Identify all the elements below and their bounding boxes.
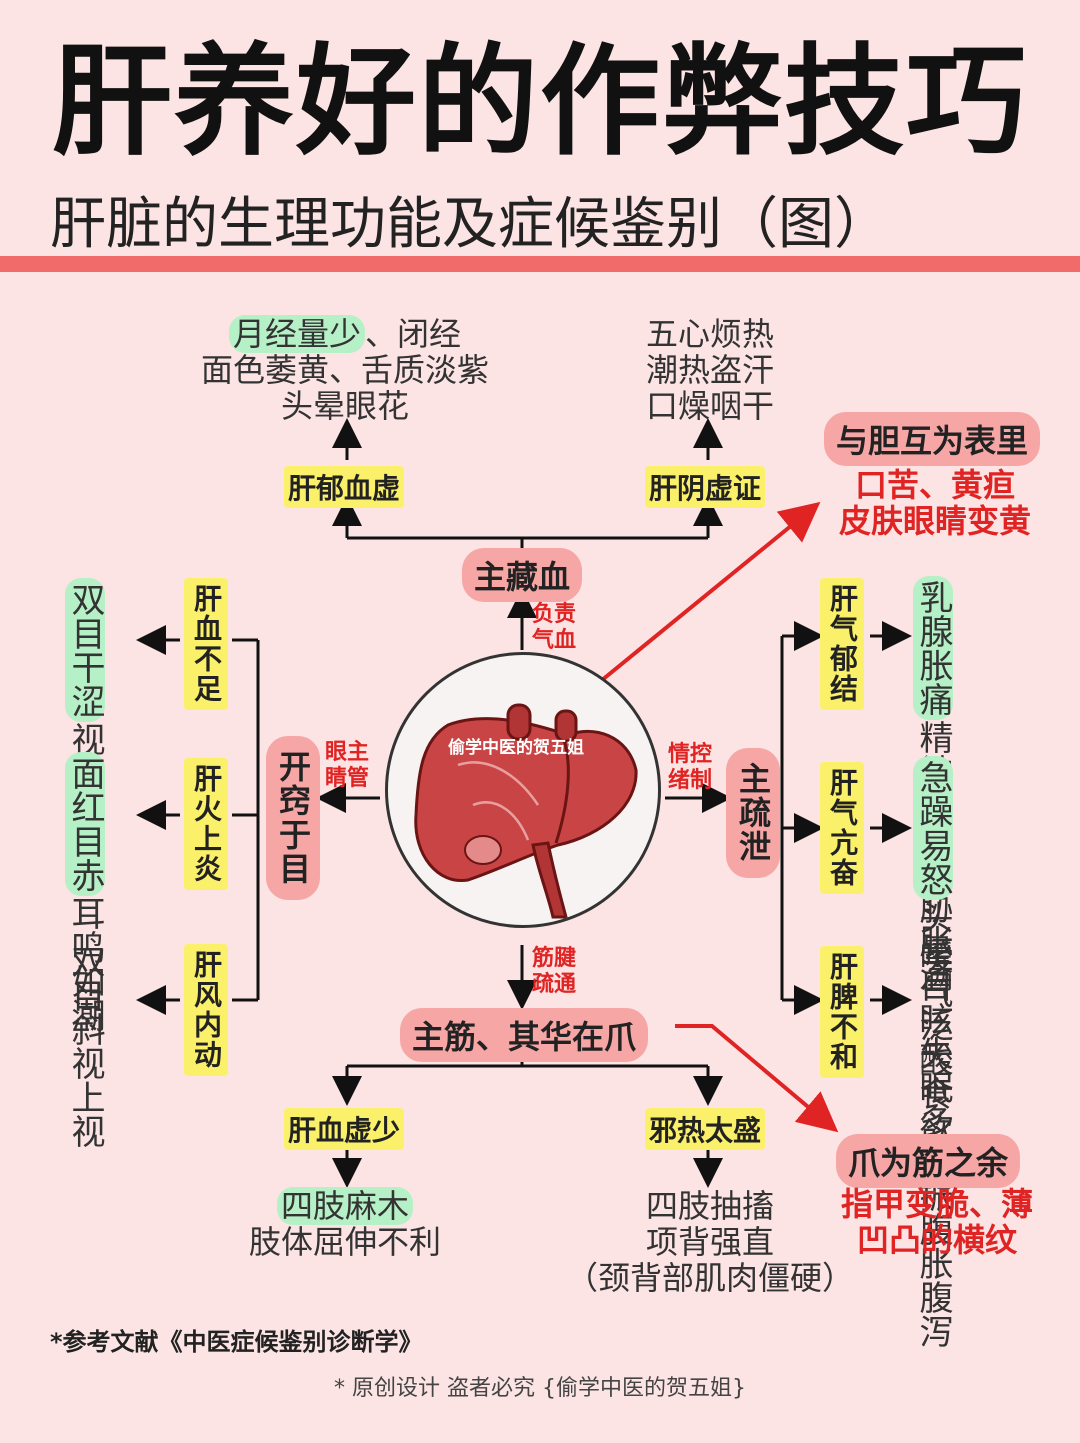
label-liver-fire: 肝火上炎 [184,758,228,890]
note-emotion: 情控 绪制 [668,742,713,793]
label-liver-spleen-disharmony: 肝脾不和 [820,946,864,1078]
highlight-menses: 月经量少 [228,315,365,353]
label-governs-tendons: 主筋、其华在爪 [400,1008,649,1062]
symptom-text: 面色萎黄、舌质淡紫 [200,351,489,389]
label-nail: 爪为筋之余 [836,1134,1021,1188]
page-subtitle: 肝脏的生理功能及症候鉴别（图） [50,192,890,257]
symptom-text: 、闭经 [365,315,462,353]
label-evil-heat: 邪热太盛 [645,1108,766,1150]
symptom-text: 口燥咽干 [645,387,774,425]
liver-illustration: 偷学中医的贺五姐 [385,652,661,928]
symptom-col: 上视 [65,1080,105,1148]
label-gallbladder: 与胆互为表里 [824,412,1041,466]
note-qi-blood: 负责 气血 [532,602,577,653]
left-symptom-group-3: 双目斜视上视 [65,944,105,1148]
note-tendons: 筋腱 疏通 [532,946,577,997]
label-liver-qi-hyperactive: 肝气亢奋 [820,762,864,894]
symptom-text: 五心烦热 [645,315,774,353]
symptom-col: 双目干涩 [65,578,105,722]
symptom-text: 潮热盗汗 [645,351,774,389]
label-liver-qi-stagnation: 肝气郁结 [820,578,864,710]
symptom-col: 面红目赤 [65,752,105,896]
title-divider [0,256,1080,272]
symptom-col: 嗳气泛酸 [913,940,953,1076]
label-liver-blood-insufficient: 肝血不足 [184,578,228,710]
symptom-col: 急躁易怒 [913,756,953,900]
symptom-col: 双目斜视 [65,944,105,1080]
copyright-footer: * 原创设计 盗者必究 {偷学中医的贺五姐} [334,1376,746,1401]
note-eyes: 眼主 睛管 [325,740,370,791]
highlight-numbness: 四肢麻木 [276,1187,413,1225]
symptom-col: 头晕目眩 [913,900,953,1036]
label-liver-blood-deficiency: 肝血虚少 [284,1108,405,1150]
symptom-text: 肢体屈伸不利 [248,1223,441,1261]
reference-footnote: *参考文献《中医症候鉴别诊断学》 [50,1328,423,1356]
label-opens-to-eyes: 开窍于目 [266,736,320,900]
label-governs-dispersion: 主疏泄 [726,748,780,878]
red-symptom-text: 凹凸的横纹 [856,1221,1017,1259]
red-symptom-text: 皮肤眼睛变黄 [838,502,1031,540]
bottom-right-symptoms: 四肢抽搐 项背强直 （颈背部肌肉僵硬） [560,1188,860,1296]
symptom-col: 腹胀腹泻 [913,1212,953,1348]
symptom-text: 项背强直 [645,1223,774,1261]
nail-symptoms: 指甲变脆、薄 凹凸的横纹 [832,1186,1042,1258]
symptom-text: 四肢抽搐 [645,1187,774,1225]
symptom-col: 耳鸣如潮 [65,896,105,1032]
gallbladder-symptoms: 口苦、黄疸 皮肤眼睛变黄 [830,467,1040,539]
symptom-text: （颈背部肌肉僵硬） [565,1259,854,1297]
label-stores-blood: 主藏血 [462,548,583,602]
symptom-col: 乳腺胀痛 [913,576,953,720]
top-right-symptoms: 五心烦热 潮热盗汗 口燥咽干 [620,316,800,424]
label-liver-stagnation-blood-deficiency: 肝郁血虚 [284,466,405,508]
red-symptom-text: 口苦、黄疸 [854,466,1015,504]
label-liver-yin-deficiency: 肝阴虚证 [645,466,766,508]
liver-watermark: 偷学中医的贺五姐 [448,738,584,758]
top-left-symptoms: 月经量少、闭经 面色萎黄、舌质淡紫 头晕眼花 [190,315,500,425]
symptom-text: 头晕眼花 [280,387,409,425]
red-symptom-text: 指甲变脆、薄 [840,1185,1033,1223]
left-symptom-group-2: 面红目赤耳鸣如潮 [65,752,105,1032]
bottom-left-symptoms: 四肢麻木 肢体屈伸不利 [230,1187,460,1261]
label-liver-wind: 肝风内动 [184,944,228,1076]
page-title: 肝养好的作弊技巧 [52,33,1028,172]
liver-icon [414,703,638,919]
